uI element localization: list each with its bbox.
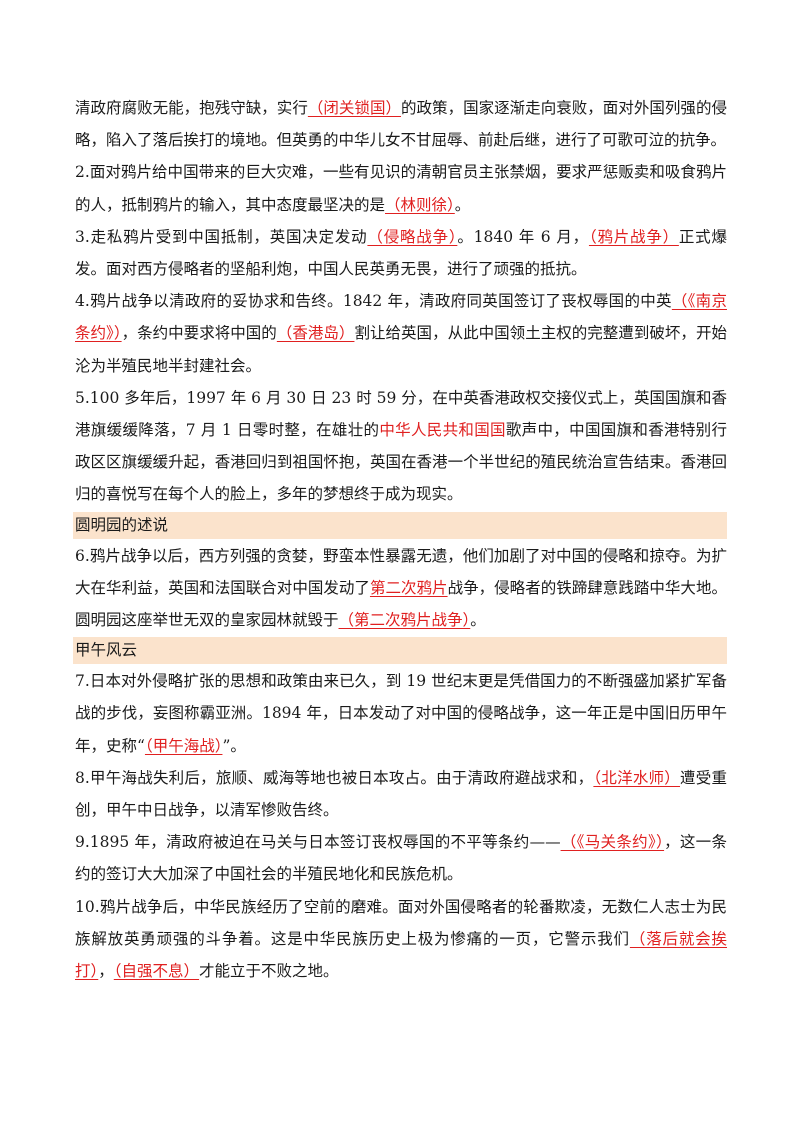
answer-text: （《南京条约》） bbox=[75, 292, 727, 343]
body-text: 4.鸦片战争以清政府的妥协求和告终。1842 年，清政府同英国签订了丧权辱国的中… bbox=[75, 292, 672, 311]
body-text: 。1840 年 6 月， bbox=[457, 227, 589, 246]
body-text: 歌声中，中国国旗和香港特别行政区区旗缓缓升起，香港回归到祖国怀抱，英国在香港一个… bbox=[75, 421, 727, 504]
body-text: ， bbox=[98, 962, 114, 981]
body-text: 才能立于不败之地。 bbox=[199, 962, 339, 981]
answer-text: （香港岛） bbox=[276, 324, 355, 343]
body-text: 遭受重创，甲午中日战争，以清军惨败告终。 bbox=[75, 768, 727, 820]
body-text: 9.1895 年，清政府被迫在马关与日本签订丧权辱国的不平等条约—— bbox=[75, 833, 561, 852]
answer-text: （鸦片战争） bbox=[588, 227, 679, 246]
answer-text: （第二次鸦片战争） bbox=[338, 611, 471, 630]
body-text: 。 bbox=[454, 195, 471, 214]
body-text: 2.面对鸦片给中国带来的巨大灾难，一些有见识的清朝官员主张禁烟，要求严惩贩卖和吸… bbox=[75, 163, 727, 214]
body-text: 10.鸦片战争后，中华民族经历了空前的磨难。面对外国侵略者的轮番欺凌，无数仁人志… bbox=[75, 897, 727, 948]
body-text: 6.鸦片战争以后，西方列强的贪婪，野蛮本性暴露无遗，他们加剧了对中国的侵略和掠夺… bbox=[75, 546, 727, 597]
paragraph-9: 9.1895 年，清政府被迫在马关与日本签订丧权辱国的不平等条约——（《马关条约… bbox=[75, 826, 727, 890]
body-text: 割让给英国，从此中国领土主权的完整遭到破坏，开始沦为半殖民地半封建社会。 bbox=[75, 324, 727, 375]
body-text: ”。 bbox=[222, 736, 246, 755]
answer-text: （北洋水师） bbox=[593, 768, 681, 787]
answer-text: （《马关条约》） bbox=[560, 833, 665, 852]
body-text: 。 bbox=[470, 611, 486, 630]
answer-text: （自强不息） bbox=[113, 962, 200, 981]
paragraph-10: 10.鸦片战争后，中华民族经历了空前的磨难。面对外国侵略者的轮番欺凌，无数仁人志… bbox=[75, 891, 727, 988]
highlighted-text: 中华人民共和国国 bbox=[379, 421, 506, 440]
body-text: ，条约中要求将中国的 bbox=[121, 324, 277, 343]
paragraph-1-continued: 清政府腐败无能，抱残守缺，实行（闭关锁国）的政策，国家逐渐走向衰败，面对外国列强… bbox=[75, 92, 727, 156]
body-text: 战争，侵略者的铁蹄肆意践踏中华大地。圆明园这座举世无双的皇家园林就毁于 bbox=[75, 578, 727, 630]
body-text: ，这一条约的签订大大加深了中国社会的半殖民地化和民族危机。 bbox=[75, 833, 727, 884]
answer-text: （甲午海战） bbox=[144, 736, 223, 755]
body-text: 的政策，国家逐渐走向衰败，面对外国列强的侵略，陷入了落后挨打的境地。但英勇的中华… bbox=[75, 99, 727, 150]
body-text: 8.甲午海战失利后，旅顺、威海等地也被日本攻占。由于清政府避战求和， bbox=[75, 768, 594, 787]
section-heading-jiawu: 甲午风云 bbox=[73, 637, 727, 665]
body-text: 清政府腐败无能，抱残守缺，实行 bbox=[75, 99, 308, 117]
paragraph-4: 4.鸦片战争以清政府的妥协求和告终。1842 年，清政府同英国签订了丧权辱国的中… bbox=[75, 285, 727, 382]
paragraph-7: 7.日本对外侵略扩张的思想和政策由来已久，到 19 世纪末更是凭借国力的不断强盛… bbox=[75, 665, 727, 762]
body-text: 3.走私鸦片受到中国抵制，英国决定发动 bbox=[75, 227, 368, 246]
body-text: 7.日本对外侵略扩张的思想和政策由来已久，到 19 世纪末更是凭借国力的不断强盛… bbox=[75, 672, 727, 755]
answer-text: 第二次鸦片 bbox=[369, 578, 448, 597]
paragraph-5: 5.100 多年后，1997 年 6 月 30 日 23 时 59 分，在中英香… bbox=[75, 382, 727, 511]
body-text: 正式爆发。面对西方侵略者的坚船利炮，中国人民英勇无畏，进行了顽强的抵抗。 bbox=[75, 227, 727, 279]
paragraph-6: 6.鸦片战争以后，西方列强的贪婪，野蛮本性暴露无遗，他们加剧了对中国的侵略和掠夺… bbox=[75, 540, 727, 637]
paragraph-3: 3.走私鸦片受到中国抵制，英国决定发动（侵略战争）。1840 年 6 月，（鸦片… bbox=[75, 221, 727, 285]
answer-text: （闭关锁国） bbox=[307, 99, 401, 117]
document-body: 清政府腐败无能，抱残守缺，实行（闭关锁国）的政策，国家逐渐走向衰败，面对外国列强… bbox=[73, 92, 727, 988]
section-heading-yuanmingyuan: 圆明园的述说 bbox=[73, 511, 727, 539]
paragraph-2: 2.面对鸦片给中国带来的巨大灾难，一些有见识的清朝官员主张禁烟，要求严惩贩卖和吸… bbox=[75, 156, 727, 220]
answer-text: （侵略战争） bbox=[367, 227, 458, 246]
paragraph-8: 8.甲午海战失利后，旅顺、威海等地也被日本攻占。由于清政府避战求和，（北洋水师）… bbox=[75, 762, 727, 826]
answer-text: （林则徐） bbox=[385, 195, 455, 214]
answer-text: （落后就会挨打） bbox=[75, 929, 727, 981]
body-text: 5.100 多年后，1997 年 6 月 30 日 23 时 59 分，在中英香… bbox=[75, 388, 727, 440]
